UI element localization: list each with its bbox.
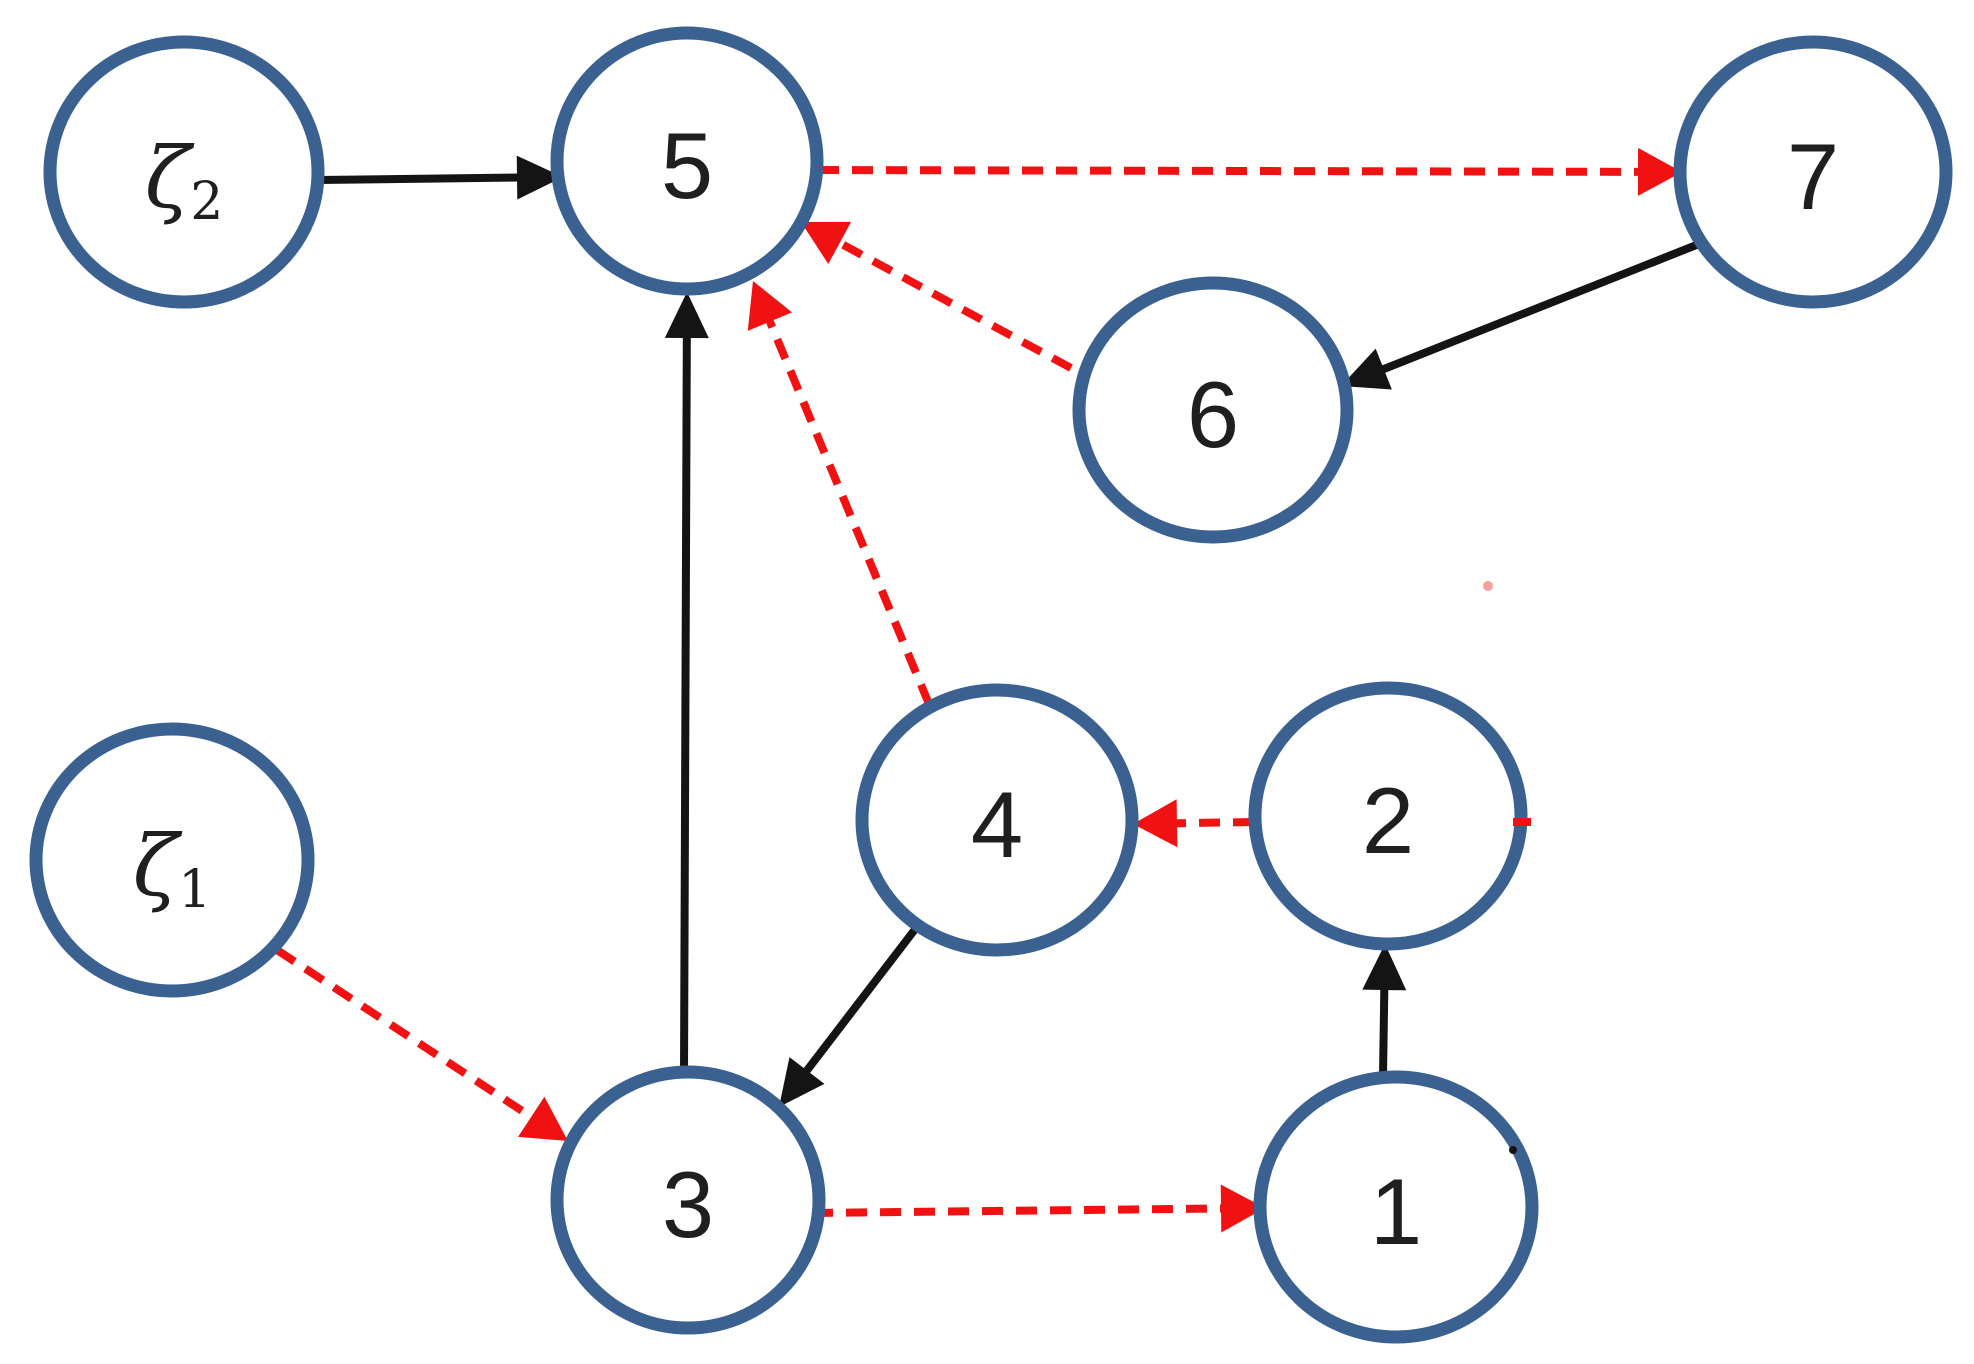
node-label-7: 7: [1787, 124, 1839, 229]
artifact-specks-layer: [1483, 581, 1531, 1154]
node-label-2: 2: [1362, 768, 1414, 873]
node-1: 1: [1253, 1070, 1539, 1344]
node-2: 2: [1248, 681, 1528, 951]
node-circle-6: [1072, 276, 1354, 544]
speck-red-dot: [1483, 581, 1493, 591]
edge-6-5: [801, 221, 1073, 372]
edge-line-1-2: [1379, 984, 1389, 1077]
edge-4-5: [747, 281, 933, 706]
node-circle-7: [1673, 35, 1953, 309]
node-circle-zeta1: [29, 722, 315, 998]
node-circle-5: [550, 26, 824, 296]
node-circle-4: [855, 683, 1139, 957]
arrowhead-icon: [516, 155, 563, 200]
arrowhead-icon: [664, 292, 709, 339]
edge-4-3: [779, 925, 920, 1107]
edge-line-7-6: [1377, 238, 1706, 375]
edge-7-6: [1341, 238, 1706, 390]
arrowhead-icon: [747, 281, 793, 331]
edge-line-3-5: [680, 332, 691, 1074]
edge-line-5-7: [817, 166, 1644, 176]
edge-3-1: [811, 1184, 1265, 1233]
edge-2-4: [1133, 799, 1255, 848]
edge-line-2-4: [1171, 818, 1255, 828]
node-circle-zeta2: [43, 35, 325, 309]
node-label-zeta1: ζ1: [133, 817, 212, 920]
node-label-5: 5: [661, 113, 713, 218]
node-circle-2: [1248, 681, 1528, 951]
arrowhead-icon: [779, 1057, 825, 1107]
edge-line-zeta2-5: [317, 173, 523, 184]
edge-3-5: [664, 292, 709, 1074]
node-label-zeta2: ζ2: [145, 129, 224, 232]
edge-line-6-5: [833, 237, 1073, 372]
node-label-6: 6: [1187, 362, 1239, 467]
node-zeta1: ζ1: [29, 722, 315, 998]
speck-black-dot: [1509, 1146, 1517, 1154]
edge-line-4-5: [764, 315, 933, 706]
edge-line-zeta1-3: [274, 946, 538, 1123]
arrowhead-icon: [518, 1096, 568, 1141]
arrowhead-icon: [1341, 348, 1392, 390]
edge-1-2: [1362, 944, 1407, 1077]
node-4: 4: [855, 683, 1139, 957]
node-label-subscript-zeta2: 2: [190, 172, 223, 232]
arrowhead-icon: [801, 221, 852, 265]
node-label-4: 4: [971, 772, 1023, 877]
edge-5-7: [817, 147, 1682, 196]
node-zeta2: ζ2: [43, 35, 325, 309]
edge-line-4-3: [800, 925, 920, 1077]
node-label-3: 3: [662, 1152, 714, 1257]
arrowhead-icon: [1637, 147, 1682, 196]
edges-layer: [274, 147, 1706, 1233]
edge-zeta2-5: [317, 155, 563, 200]
node-label-1: 1: [1370, 1159, 1422, 1264]
node-7: 7: [1673, 35, 1953, 309]
edge-zeta1-3: [274, 946, 568, 1141]
node-5: 5: [550, 26, 824, 296]
node-3: 3: [550, 1065, 826, 1335]
node-6: 6: [1072, 276, 1354, 544]
edge-line-3-1: [811, 1204, 1227, 1217]
node-label-subscript-zeta1: 1: [178, 860, 211, 920]
nodes-layer: ζ2 5 7 6 4 2 ζ1 3 1: [29, 26, 1953, 1344]
arrowhead-icon: [1220, 1184, 1265, 1233]
node-circle-3: [550, 1065, 826, 1335]
node-circle-1: [1253, 1070, 1539, 1344]
arrowhead-icon: [1133, 799, 1178, 848]
arrowhead-icon: [1362, 944, 1407, 991]
